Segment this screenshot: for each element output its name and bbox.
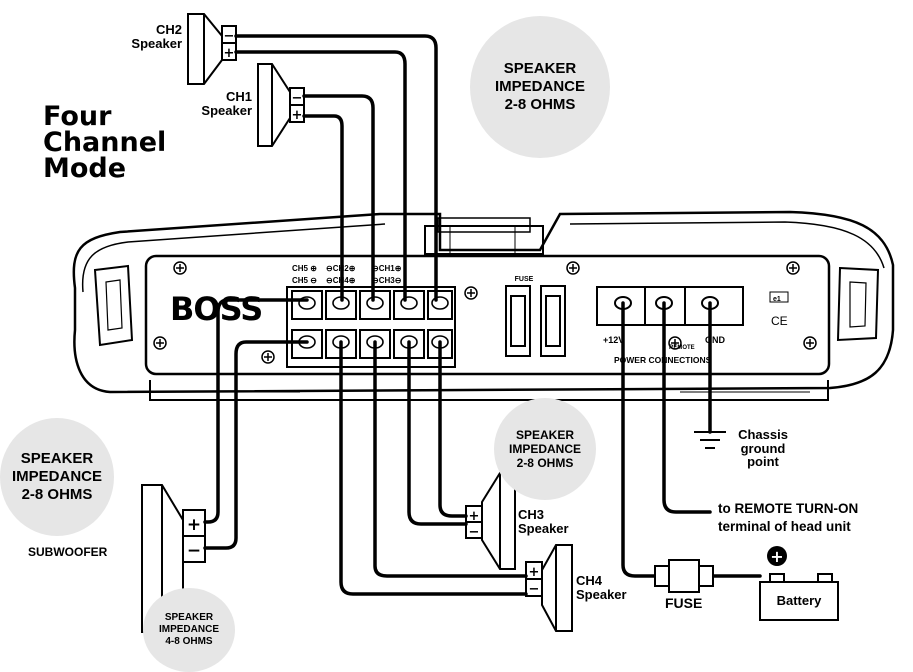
- ch2-label-line-1: CH2: [155, 22, 182, 37]
- positive-terminal-mark: +: [187, 515, 201, 535]
- e1-mark: e1: [773, 296, 781, 303]
- terminal-label-ch2: ⊖CH2⊕: [326, 264, 356, 273]
- impedance-bubble-sub: SPEAKER IMPEDANCE 4-8 OHMS: [143, 588, 235, 672]
- impedance-bubble-left: SPEAKER IMPEDANCE 2-8 OHMS: [0, 418, 114, 536]
- ch4-label-line-1: CH4: [576, 573, 603, 588]
- impedance-bubble-top: SPEAKER IMPEDANCE 2-8 OHMS: [470, 16, 610, 158]
- impedance-left-line-2: IMPEDANCE: [11, 468, 102, 485]
- impedance-left-line-3: 2-8 OHMS: [21, 486, 93, 503]
- ch1-label-line-2: Speaker: [201, 102, 252, 118]
- battery: [759, 573, 839, 621]
- power-terminal-block: [596, 286, 744, 326]
- wires: [203, 34, 762, 596]
- wire-ch4-positive: [373, 340, 528, 578]
- negative-terminal-mark: −: [292, 91, 303, 106]
- terminal-row-top: [291, 290, 453, 320]
- ch2-speaker: [187, 13, 237, 85]
- amplifier: [72, 210, 895, 401]
- terminal-label-ch5-pos: CH5 ⊕: [292, 264, 317, 273]
- ch4-speaker-label: CH4 Speaker: [576, 574, 627, 601]
- terminal-label-ch5-neg: CH5 ⊖: [292, 276, 317, 285]
- amp-fuses: [505, 285, 566, 357]
- ch3-label-line-2: Speaker: [518, 520, 569, 536]
- power-connections-label: POWER CONNECTIONS: [614, 355, 712, 365]
- ch4-label-line-2: Speaker: [576, 586, 627, 602]
- mode-title-line-1: Four: [43, 101, 112, 132]
- chassis-ground-label: Chassis ground point: [735, 428, 791, 469]
- positive-terminal-mark: +: [224, 46, 235, 61]
- chassis-line-2: ground: [740, 440, 786, 456]
- impedance-top-line-1: SPEAKER: [503, 60, 577, 77]
- brand-text: BOSS: [170, 290, 262, 328]
- remote-line-1: to REMOTE TURN-ON: [718, 501, 859, 516]
- wire-ch3-negative: [407, 340, 468, 526]
- ch1-speaker-label: CH1 Speaker: [186, 90, 252, 117]
- remote-label: REMOTE: [669, 345, 695, 351]
- terminal-row-bottom: [291, 329, 453, 359]
- negative-terminal-mark: −: [224, 29, 235, 44]
- ch2-speaker-label: CH2 Speaker: [116, 23, 182, 50]
- negative-terminal-mark: −: [187, 541, 201, 561]
- impedance-sub-line-1: SPEAKER: [164, 612, 214, 623]
- amp-labels: CH5 ⊕ ⊖CH2⊕ ⊖CH1⊕ CH5 ⊖ ⊖CH4⊕ ⊖CH3⊖ FUSE…: [292, 264, 788, 365]
- amp-fuse-label: FUSE: [515, 276, 534, 283]
- wire-ch4-negative: [339, 340, 528, 596]
- wire-ch2-positive: [234, 50, 407, 302]
- ch2-label-line-2: Speaker: [131, 35, 182, 51]
- impedance-center-line-1: SPEAKER: [515, 428, 574, 442]
- remote-turn-on-label: to REMOTE TURN-ON terminal of head unit: [718, 500, 858, 536]
- inline-fuse-label: FUSE: [665, 595, 703, 611]
- battery-positive-icon: [767, 546, 787, 566]
- ch3-label-line-1: CH3: [518, 507, 545, 522]
- impedance-bubble-center: SPEAKER IMPEDANCE 2-8 OHMS: [494, 398, 596, 500]
- battery-label: Battery: [776, 593, 822, 608]
- ch4-speaker: [525, 544, 573, 632]
- positive-terminal-mark: +: [292, 108, 303, 123]
- boss-logo: BOSS: [170, 290, 263, 328]
- impedance-center-line-3: 2-8 OHMS: [516, 456, 574, 470]
- ce-mark: CE: [771, 314, 788, 328]
- negative-terminal-mark: −: [469, 525, 480, 540]
- impedance-sub-line-2: IMPEDANCE: [158, 624, 219, 635]
- positive-terminal-mark: +: [529, 565, 540, 580]
- mode-title-line-3: Mode: [43, 153, 127, 184]
- terminal-label-ch1: ⊖CH1⊕: [372, 264, 402, 273]
- mode-title-line-2: Channel: [43, 127, 167, 158]
- impedance-top-line-3: 2-8 OHMS: [504, 96, 576, 113]
- wire-plus12: [621, 301, 657, 578]
- polarity-marks: − + − + + − + − + −: [187, 29, 540, 597]
- ch3-speaker: [465, 472, 516, 570]
- impedance-sub-line-3: 4-8 OHMS: [165, 636, 213, 647]
- chassis-line-3: point: [747, 454, 779, 470]
- wire-ch2-negative: [234, 34, 438, 302]
- wire-ch3-positive: [438, 340, 468, 518]
- impedance-left-line-1: SPEAKER: [20, 450, 94, 467]
- negative-terminal-mark: −: [529, 582, 540, 597]
- wire-sub-positive: [203, 298, 309, 524]
- impedance-top-line-2: IMPEDANCE: [494, 78, 585, 95]
- terminal-label-ch4: ⊖CH4⊕: [326, 276, 356, 285]
- battery-plus-sign: +: [770, 547, 783, 566]
- screw: [153, 261, 817, 364]
- speaker-terminal-block: [286, 286, 456, 368]
- positive-terminal-mark: +: [469, 509, 480, 524]
- wire-remote: [662, 301, 712, 514]
- gnd-label: GND: [705, 335, 726, 345]
- ch3-speaker-label: CH3 Speaker: [518, 508, 569, 535]
- mode-title: Four Channel Mode: [43, 101, 167, 184]
- wire-ch1-negative: [302, 94, 375, 302]
- terminal-label-ch3: ⊖CH3⊖: [372, 276, 402, 285]
- ch1-label-line-1: CH1: [225, 89, 252, 104]
- inline-fuse: [654, 559, 714, 593]
- plus12-label: +12V: [603, 335, 624, 345]
- remote-line-2: terminal of head unit: [718, 519, 851, 534]
- ch1-speaker: [257, 63, 305, 147]
- chassis-line-1: Chassis: [738, 427, 788, 442]
- wire-sub-negative: [203, 340, 309, 550]
- impedance-center-line-2: IMPEDANCE: [508, 442, 581, 456]
- subwoofer-label: SUBWOOFER: [28, 545, 108, 559]
- wire-ch1-positive: [302, 114, 344, 302]
- ground-symbol: [694, 431, 726, 449]
